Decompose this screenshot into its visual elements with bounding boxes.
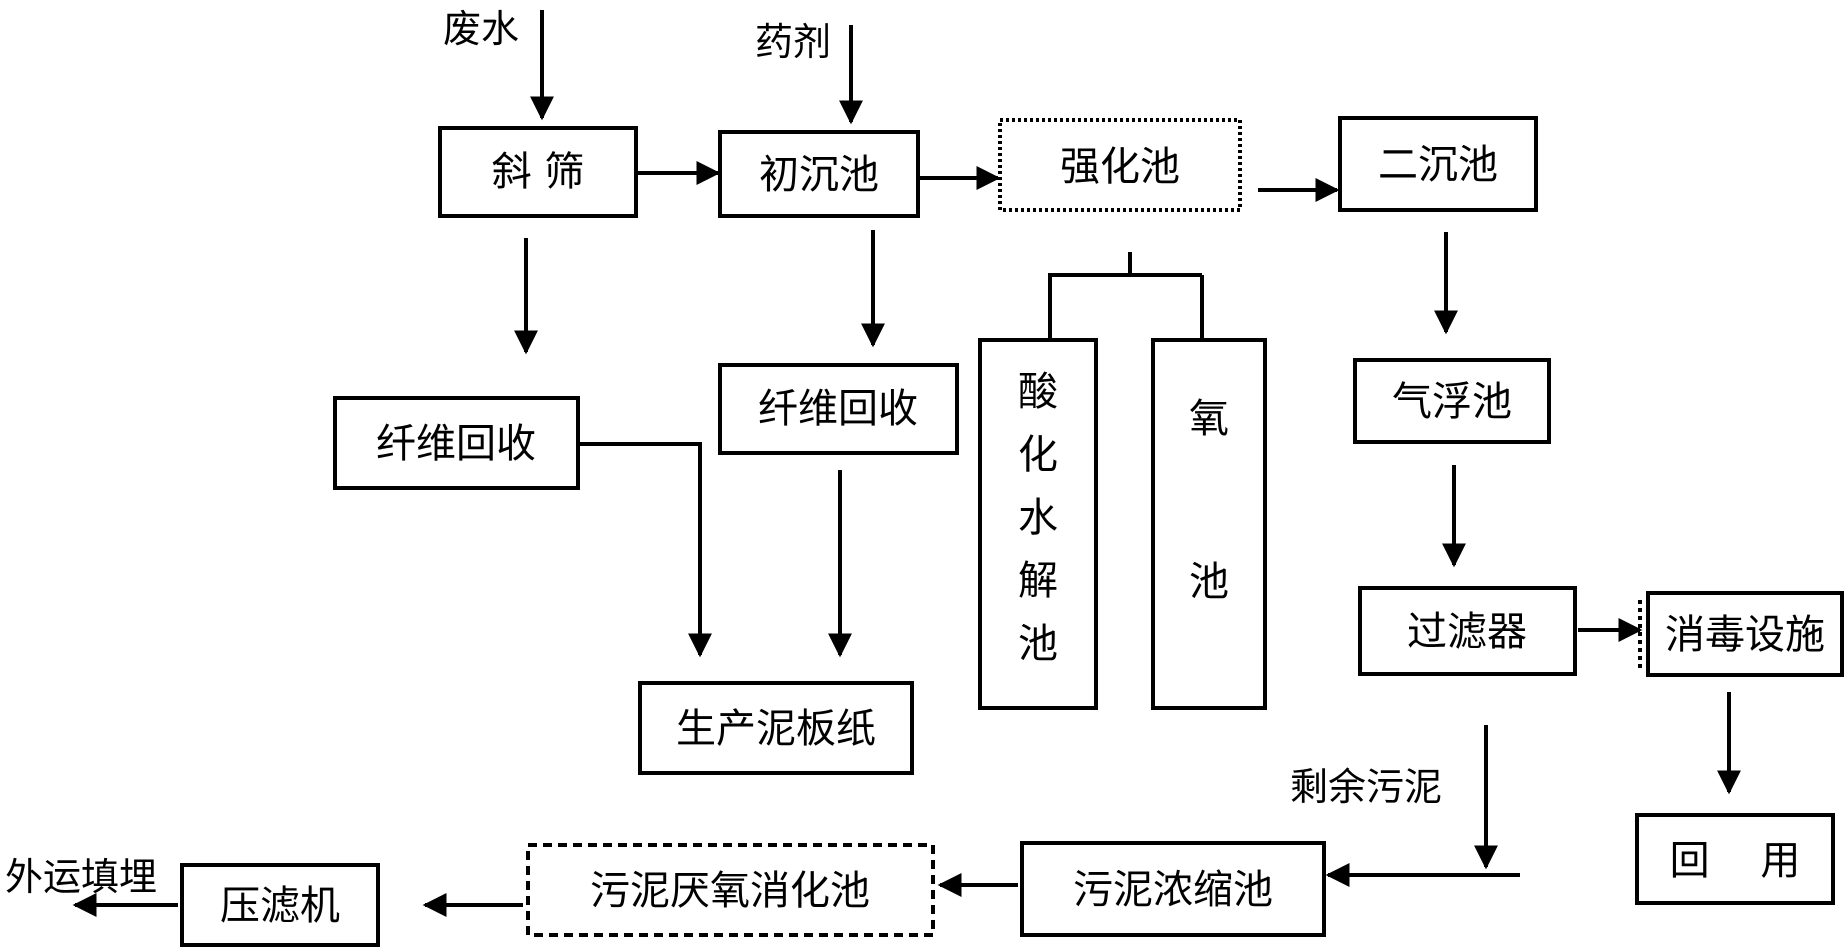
- primary-clarifier-label: 初沉池: [759, 152, 879, 198]
- secondary-clarifier-label: 二沉池: [1378, 142, 1498, 188]
- node-secondary-clarifier: 二沉池: [1338, 116, 1538, 212]
- node-oxic-tank: 氧 池: [1151, 338, 1267, 710]
- connectors: [72, 10, 1741, 917]
- node-disinfection: 消毒设施: [1638, 591, 1844, 677]
- node-mud-board-paper: 生产泥板纸: [638, 681, 914, 775]
- oxic-char-1: 氧: [1189, 396, 1229, 442]
- connector-fiber1-to-paper: [578, 442, 712, 658]
- node-reuse: 回 用: [1635, 813, 1835, 905]
- acid-hydrolysis-char-3: 水: [1018, 495, 1058, 541]
- chemicals-label: 药剂: [755, 20, 831, 64]
- node-filter: 过滤器: [1358, 586, 1577, 676]
- filter-press-label: 压滤机: [220, 883, 340, 929]
- node-filter-press: 压滤机: [180, 863, 380, 947]
- disinfection-label: 消毒设施: [1665, 612, 1825, 658]
- reuse-label: 回 用: [1670, 838, 1801, 884]
- node-fiber-recovery-2: 纤维回收: [718, 363, 959, 455]
- landfill-label: 外运填埋: [5, 855, 157, 899]
- filter-label: 过滤器: [1407, 609, 1527, 655]
- node-sludge-thickener: 污泥浓缩池: [1020, 841, 1326, 937]
- oxic-char-2: 池: [1189, 559, 1229, 605]
- node-enhanced-tank: 强化池: [998, 118, 1242, 212]
- node-inclined-screen: 斜 筛: [438, 126, 638, 218]
- node-primary-clarifier: 初沉池: [718, 130, 920, 218]
- acid-hydrolysis-char-1: 酸: [1018, 369, 1058, 415]
- acid-hydrolysis-char-5: 池: [1018, 621, 1058, 667]
- inclined-screen-label: 斜 筛: [492, 149, 585, 195]
- node-acid-hydrolysis-tank: 酸 化 水 解 池: [978, 338, 1098, 710]
- air-flotation-label: 气浮池: [1392, 379, 1512, 425]
- node-fiber-recovery-1: 纤维回收: [333, 396, 580, 490]
- node-anaerobic-digester: 污泥厌氧消化池: [526, 843, 935, 937]
- wastewater-label: 废水: [443, 7, 519, 51]
- anaerobic-digester-label: 污泥厌氧消化池: [590, 868, 870, 914]
- acid-hydrolysis-char-2: 化: [1018, 432, 1058, 478]
- fiber-recovery-1-label: 纤维回收: [376, 421, 536, 467]
- mud-board-paper-label: 生产泥板纸: [676, 706, 876, 752]
- acid-hydrolysis-char-4: 解: [1018, 558, 1058, 604]
- sludge-thickener-label: 污泥浓缩池: [1073, 867, 1273, 913]
- node-air-flotation: 气浮池: [1353, 358, 1551, 444]
- enhanced-tank-label: 强化池: [1060, 144, 1180, 190]
- connector-enhanced-to-sub-tanks: [1048, 252, 1132, 340]
- excess-sludge-label: 剩余污泥: [1290, 765, 1442, 809]
- fiber-recovery-2-label: 纤维回收: [758, 386, 918, 432]
